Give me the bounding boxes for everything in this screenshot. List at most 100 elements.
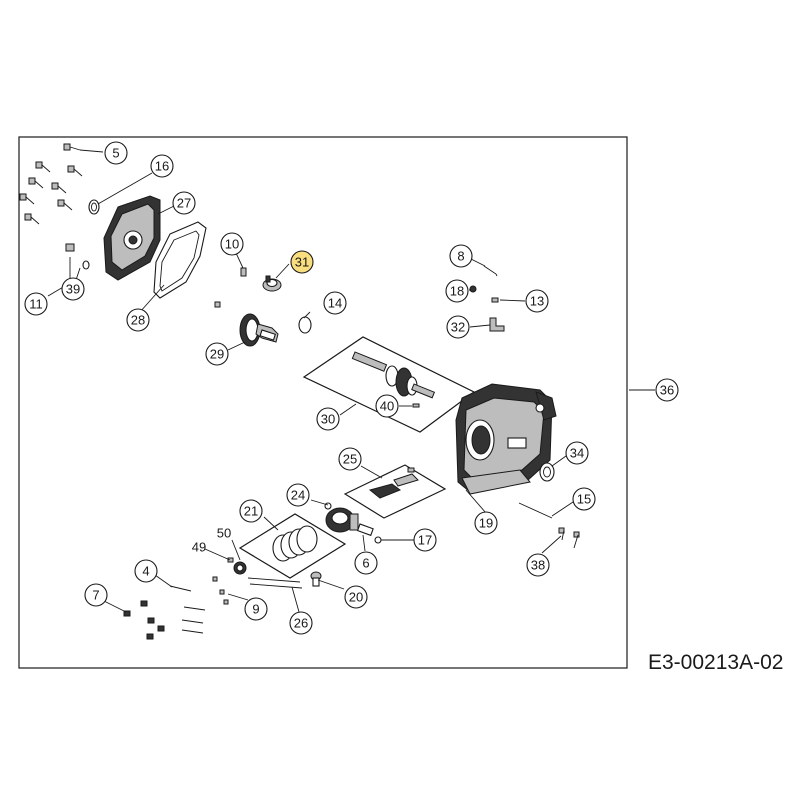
piston	[325, 507, 359, 533]
svg-text:27: 27	[177, 196, 191, 211]
l-bracket-32	[489, 317, 505, 332]
callout-4[interactable]: 4	[134, 559, 158, 583]
callout-26[interactable]: 26	[289, 611, 313, 635]
svg-text:31: 31	[295, 255, 309, 270]
svg-text:32: 32	[451, 320, 465, 335]
callout-9[interactable]: 9	[244, 597, 268, 621]
svg-text:13: 13	[530, 294, 544, 309]
oil-seal	[88, 199, 100, 215]
svg-text:16: 16	[155, 159, 169, 174]
callout-7[interactable]: 7	[84, 583, 108, 607]
svg-text:17: 17	[418, 533, 432, 548]
nut-18	[469, 285, 477, 293]
label-49[interactable]: 49	[192, 540, 206, 555]
callout-5[interactable]: 5	[104, 141, 128, 165]
small-screws	[212, 576, 229, 605]
svg-text:36: 36	[660, 383, 674, 398]
long-rod	[518, 502, 553, 519]
nut-bolt-set	[123, 600, 206, 640]
dowel-pin	[240, 267, 247, 277]
push-rods	[247, 577, 303, 589]
svg-text:7: 7	[92, 588, 99, 603]
drain-plug	[65, 243, 75, 252]
piston-clip	[324, 502, 332, 510]
svg-text:8: 8	[457, 249, 464, 264]
callout-18[interactable]: 18	[445, 279, 469, 303]
callout-36[interactable]: 36	[655, 378, 679, 402]
svg-text:10: 10	[225, 237, 239, 252]
callout-16[interactable]: 16	[150, 154, 174, 178]
callout-20[interactable]: 20	[344, 585, 368, 609]
svg-text:9: 9	[252, 602, 259, 617]
crank-key	[412, 403, 420, 408]
piston-ring-box	[238, 513, 347, 579]
governor-assembly	[262, 275, 282, 292]
callout-13[interactable]: 13	[525, 289, 549, 313]
long-bolt	[483, 265, 498, 277]
callout-24[interactable]: 24	[286, 483, 310, 507]
callout-6[interactable]: 6	[354, 551, 378, 575]
svg-text:18: 18	[450, 284, 464, 299]
svg-text:28: 28	[131, 313, 145, 328]
svg-text:24: 24	[291, 488, 305, 503]
side-washer	[539, 462, 555, 482]
label-50[interactable]: 50	[217, 526, 231, 541]
callout-38[interactable]: 38	[526, 553, 550, 577]
svg-text:6: 6	[362, 556, 369, 571]
svg-text:25: 25	[343, 452, 357, 467]
tappet	[310, 571, 322, 587]
callout-15[interactable]: 15	[572, 487, 596, 511]
svg-text:26: 26	[294, 616, 308, 631]
svg-text:14: 14	[328, 296, 342, 311]
diagram-frame	[18, 136, 628, 669]
cover-gasket	[153, 221, 207, 299]
svg-text:19: 19	[479, 516, 493, 531]
svg-text:5: 5	[112, 146, 119, 161]
callout-29[interactable]: 29	[205, 342, 229, 366]
valve-keeper-set	[227, 557, 247, 575]
callout-11[interactable]: 11	[24, 292, 48, 316]
callout-19[interactable]: 19	[474, 511, 498, 535]
o-ring	[298, 316, 312, 334]
svg-text:21: 21	[244, 504, 258, 519]
bolt-set-top-left	[19, 143, 83, 225]
callout-10[interactable]: 10	[220, 232, 244, 256]
camshaft	[239, 313, 279, 347]
crankshaft	[351, 351, 436, 399]
small-bolt-13	[491, 297, 499, 303]
callout-39[interactable]: 39	[61, 277, 85, 301]
svg-text:38: 38	[531, 558, 545, 573]
svg-text:20: 20	[349, 590, 363, 605]
svg-text:11: 11	[29, 297, 43, 312]
svg-text:15: 15	[577, 492, 591, 507]
svg-text:34: 34	[570, 446, 584, 461]
rocker-group-box	[343, 464, 447, 519]
callout-34[interactable]: 34	[565, 441, 589, 465]
engine-block	[455, 383, 557, 495]
piston-rings	[272, 525, 318, 562]
bolt-pair	[558, 527, 580, 549]
callout-17[interactable]: 17	[413, 528, 437, 552]
callout-25[interactable]: 25	[338, 447, 362, 471]
small-pin	[214, 301, 221, 308]
rod-pin	[169, 585, 192, 592]
snap-ring	[374, 536, 382, 544]
callout-21[interactable]: 21	[239, 499, 263, 523]
callout-14[interactable]: 14	[323, 291, 347, 315]
callout-40[interactable]: 40	[375, 394, 399, 418]
callout-27[interactable]: 27	[172, 191, 196, 215]
callout-32[interactable]: 32	[446, 315, 470, 339]
svg-text:30: 30	[321, 412, 335, 427]
drain-washer	[82, 260, 90, 270]
rocker-arms	[368, 467, 419, 499]
svg-text:29: 29	[210, 347, 224, 362]
callout-30[interactable]: 30	[316, 407, 340, 431]
svg-text:4: 4	[142, 564, 149, 579]
diagram-code: E3-00213A-02	[648, 651, 784, 674]
svg-text:40: 40	[380, 399, 394, 414]
svg-text:39: 39	[66, 282, 80, 297]
callout-8[interactable]: 8	[449, 244, 473, 268]
callout-28[interactable]: 28	[126, 308, 150, 332]
callout-31[interactable]: 31	[290, 250, 314, 274]
